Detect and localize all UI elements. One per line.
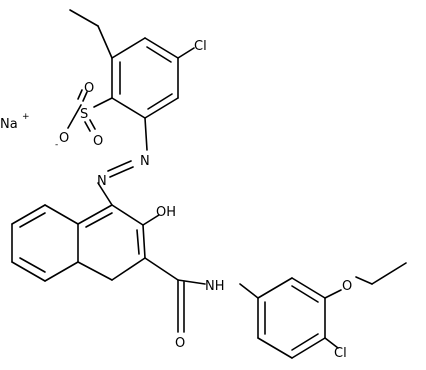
- atom-label-o-minus: O: [59, 131, 69, 146]
- atom-label-o-sulfonyl-bottom: O: [93, 134, 103, 149]
- atom-label-o-ether: O: [342, 279, 352, 294]
- charge-label-o-minus: -: [55, 140, 58, 150]
- atom-label-cl-top: Cl: [194, 39, 207, 54]
- charge-label-na: +: [22, 112, 30, 122]
- atom-label-oh: OH: [156, 205, 176, 220]
- atom-label-n-azo-2: N: [97, 174, 107, 189]
- atom-label-na: Na: [0, 117, 18, 132]
- atom-labels: Cl Na + O S O - O N N OH NH O O Cl: [0, 39, 352, 361]
- atom-label-n-azo-1: N: [140, 154, 150, 169]
- atom-label-o-carbonyl: O: [175, 336, 185, 351]
- bond-lines: [11, 9, 407, 359]
- atom-label-s: S: [80, 107, 88, 122]
- atom-label-nh: NH: [205, 279, 225, 294]
- atom-label-o-sulfonyl-top: O: [84, 81, 94, 96]
- atom-label-cl-bottom: Cl: [334, 346, 347, 361]
